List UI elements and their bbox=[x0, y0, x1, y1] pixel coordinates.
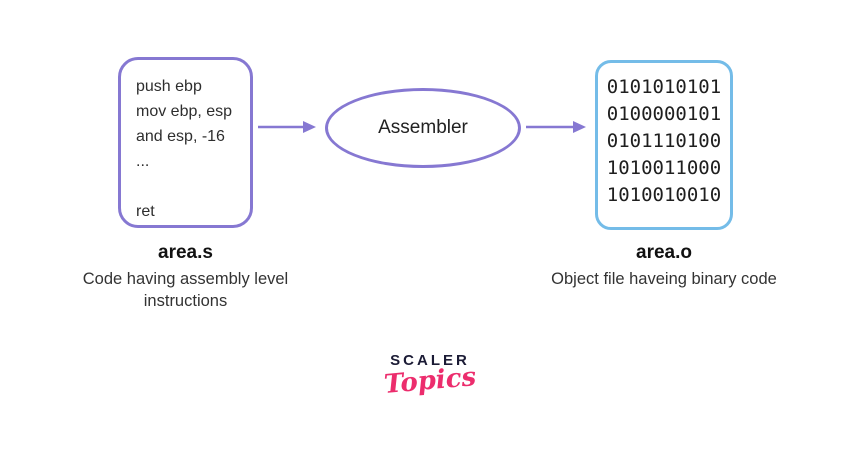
object-file-caption: Object file haveing binary code bbox=[551, 270, 777, 288]
assembler-label: Assembler bbox=[378, 117, 468, 138]
code-line: and esp, -16 bbox=[136, 128, 225, 145]
arrow-right-icon bbox=[258, 121, 316, 133]
object-file-name: area.o bbox=[636, 242, 692, 263]
binary-line: 0101110100 bbox=[606, 130, 722, 152]
binary-code-lines: 0101010101 0100000101 0101110100 1010011… bbox=[598, 63, 730, 209]
source-file-caption-block: area.s Code having assembly level instru… bbox=[58, 242, 313, 312]
binary-line: 1010011000 bbox=[606, 157, 722, 179]
logo-sub-wordmark: Topics bbox=[382, 362, 478, 400]
assembly-code-box: push ebp mov ebp, esp and esp, -16 ... r… bbox=[118, 57, 253, 228]
arrow-right-icon bbox=[526, 121, 586, 133]
source-file-name: area.s bbox=[158, 242, 213, 263]
object-file-caption-block: area.o Object file haveing binary code bbox=[514, 242, 814, 290]
code-line: ret bbox=[136, 203, 155, 220]
assembly-code-lines: push ebp mov ebp, esp and esp, -16 ... r… bbox=[121, 60, 250, 224]
logo-brand-wordmark: SCALER bbox=[390, 352, 470, 369]
object-code-box: 0101010101 0100000101 0101110100 1010011… bbox=[595, 60, 733, 230]
scaler-topics-logo: SCALER Topics bbox=[0, 352, 860, 400]
binary-line: 1010010010 bbox=[606, 184, 722, 206]
code-line: push ebp bbox=[136, 78, 202, 95]
code-line: ... bbox=[136, 153, 150, 170]
binary-line: 0100000101 bbox=[606, 103, 722, 125]
code-line bbox=[136, 174, 250, 199]
binary-line: 0101010101 bbox=[606, 76, 722, 98]
source-file-caption: Code having assembly level instructions bbox=[82, 270, 289, 310]
assembler-node: Assembler bbox=[325, 88, 521, 168]
code-line: mov ebp, esp bbox=[136, 103, 233, 120]
